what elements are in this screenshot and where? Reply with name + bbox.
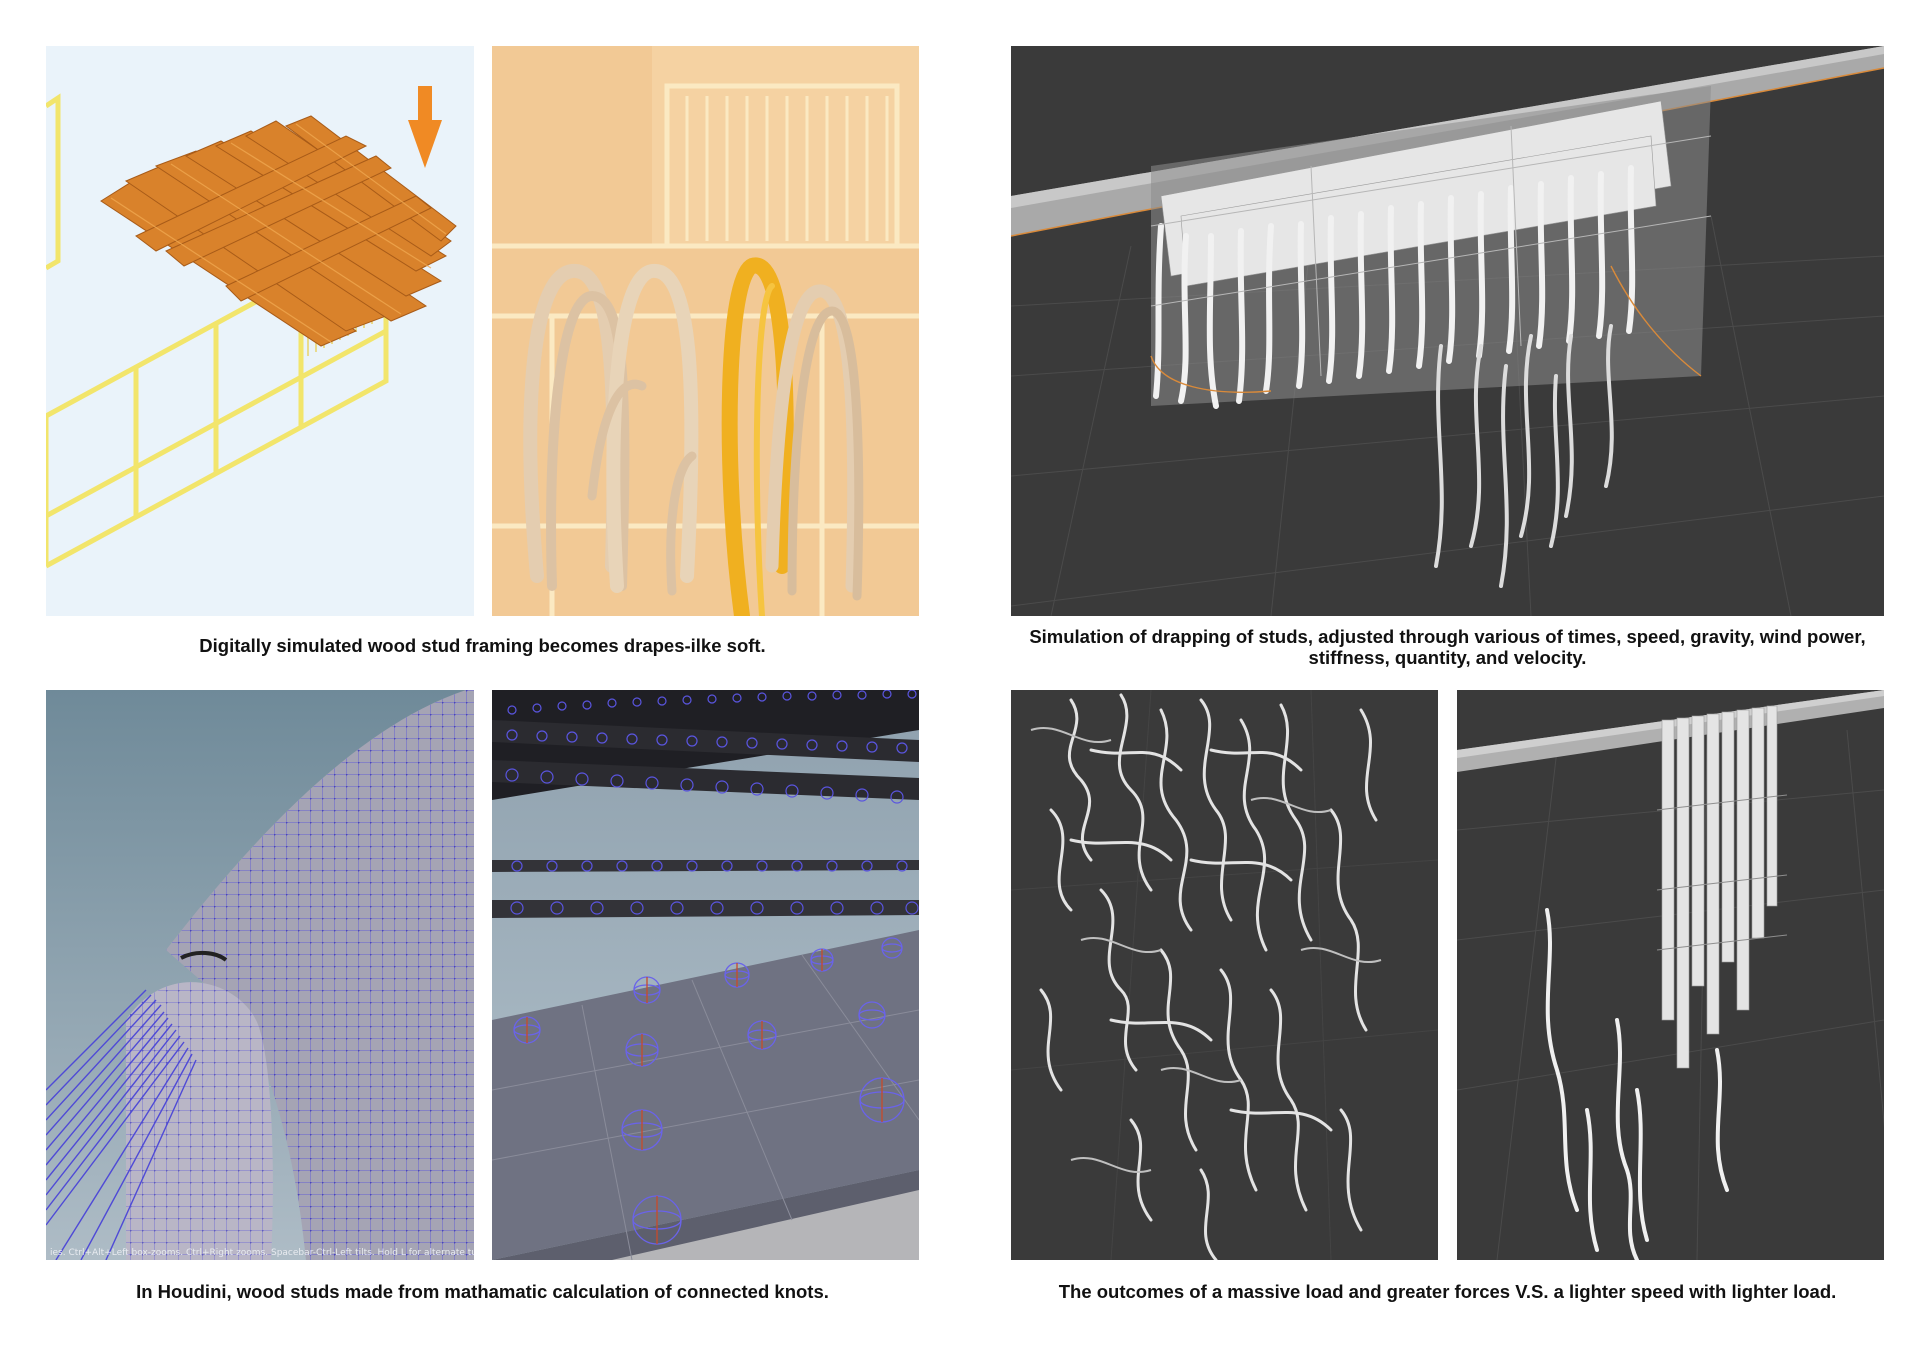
arrow-down-icon	[408, 86, 442, 168]
image-soft-drape-studs	[492, 46, 919, 616]
caption-wood-stud-framing: Digitally simulated wood stud framing be…	[199, 635, 766, 656]
caption-load-comparison: The outcomes of a massive load and great…	[1058, 1281, 1837, 1302]
viewport-status-text: ies. Ctrl+Alt+Left box-zooms. Ctrl+Right…	[50, 1248, 474, 1258]
caption-drapping-line-1: Simulation of drapping of studs, adjuste…	[1029, 626, 1866, 647]
image-wood-stud-framing	[46, 46, 474, 616]
image-houdini-mesh-drape: ies. Ctrl+Alt+Left box-zooms. Ctrl+Right…	[46, 690, 474, 1260]
image-massive-load-outcome	[1011, 690, 1438, 1260]
image-houdini-knots	[492, 690, 919, 1260]
caption-drapping-line-2: stiffness, quantity, and velocity.	[1308, 647, 1587, 668]
caption-drapping-simulation: Simulation of drapping of studs, adjuste…	[1011, 626, 1884, 668]
image-lighter-load-outcome	[1457, 690, 1884, 1260]
image-drapping-simulation	[1011, 46, 1884, 616]
caption-houdini-knots: In Houdini, wood studs made from mathama…	[136, 1281, 829, 1302]
